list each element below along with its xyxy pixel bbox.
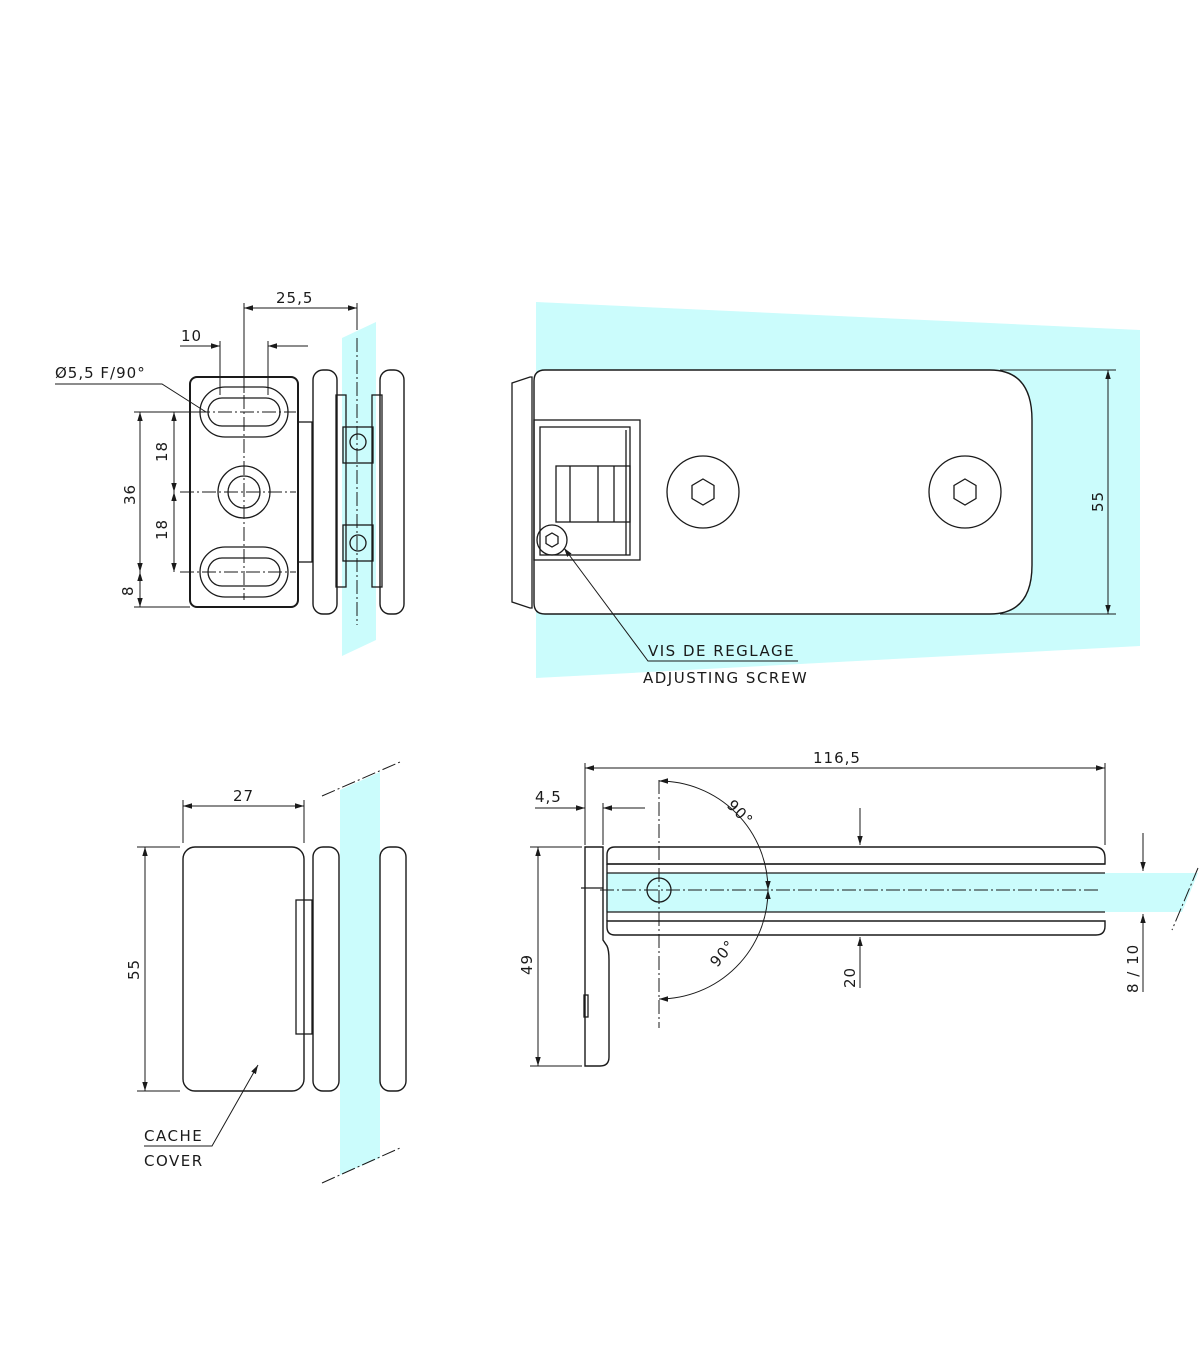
dim-18-upper: 18	[153, 441, 171, 462]
side-plate-left	[297, 421, 313, 563]
hex-screw-left	[666, 455, 740, 529]
dim-55-front: 55	[1089, 491, 1107, 512]
dim-116-5: 116,5	[813, 749, 861, 767]
glass-panel-top-left	[342, 322, 376, 656]
hole-spec: Ø5,5 F/90°	[55, 364, 146, 382]
angle-90-bottom: 90°	[706, 936, 739, 970]
label-cover-en: COVER	[144, 1152, 204, 1170]
angle-90-top: 90°	[723, 796, 757, 830]
label-adjusting-en: ADJUSTING SCREW	[643, 669, 808, 687]
adjust-mechanism	[533, 419, 641, 561]
view-front: 55 VIS DE REGLAGE ADJUSTING SCREW	[511, 302, 1140, 687]
adjusting-screw	[536, 524, 568, 556]
dim-8: 8	[119, 585, 137, 596]
label-cover-fr: CACHE	[144, 1127, 203, 1145]
gasket-right-bottom	[379, 846, 407, 1092]
glass-panel-bottom-left	[340, 772, 380, 1175]
clamp-body	[533, 369, 1033, 615]
gasket-left-top	[312, 369, 338, 615]
mounting-bracket	[584, 846, 610, 1067]
view-side: 90° 90° 116,5 4,5 49 20 8 / 10	[518, 749, 1199, 1067]
dim-25-5: 25,5	[276, 289, 313, 307]
view-mounting-plate: 25,5 10 Ø5,5 F/90° 36 18 18 8	[55, 289, 405, 656]
dim-10: 10	[181, 327, 202, 345]
clamp-upper-jaw	[606, 846, 1106, 865]
glass-panel-bottom-right	[606, 873, 1198, 912]
cover-plate	[182, 846, 305, 1092]
gasket-left-bottom	[312, 846, 340, 1092]
gasket-right-top	[379, 369, 405, 615]
dim-49: 49	[518, 954, 536, 975]
screw-hole-upper	[349, 433, 367, 451]
screw-hole-lower	[349, 534, 367, 552]
dim-20: 20	[841, 967, 859, 988]
view-cover: 27 55 CACHE COVER	[125, 761, 407, 1184]
dim-27: 27	[233, 787, 254, 805]
hex-screw-right	[928, 455, 1002, 529]
dim-36: 36	[121, 484, 139, 505]
dim-8-10: 8 / 10	[1124, 944, 1142, 993]
dim-4-5: 4,5	[535, 788, 562, 806]
dim-18-lower: 18	[153, 519, 171, 540]
label-adjusting-fr: VIS DE REGLAGE	[648, 642, 795, 660]
dim-55-cover: 55	[125, 959, 143, 980]
clamp-lower-jaw	[606, 920, 1106, 936]
